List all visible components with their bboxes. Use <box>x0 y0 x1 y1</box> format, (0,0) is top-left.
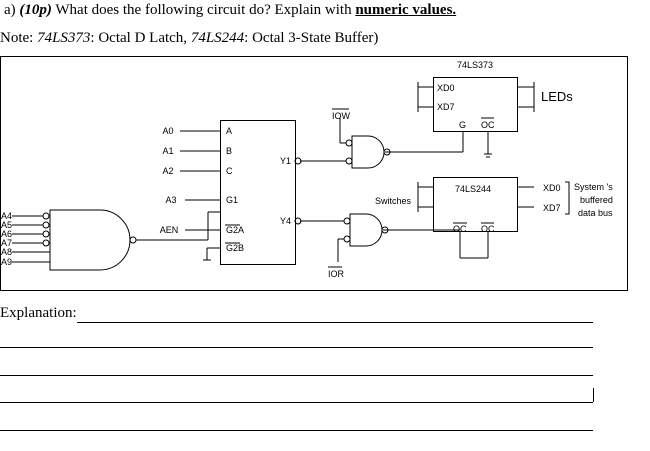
decoder-pin-label: G2B <box>226 243 244 253</box>
nand-input-label: A4 <box>1 211 12 221</box>
latch-name: 74LS373 <box>457 60 493 70</box>
latch-oc-label: OC <box>481 120 495 130</box>
write-gate <box>351 135 385 169</box>
y1-label: Y1 <box>280 156 291 166</box>
answer-line[interactable] <box>0 347 593 348</box>
note-line: Note: 74LS373: Octal D Latch, 74LS244: O… <box>0 30 378 47</box>
latch-xd7-label: XD7 <box>437 102 455 112</box>
decoder-pin-label: G1 <box>226 195 238 205</box>
explanation-label: Explanation: <box>0 305 77 321</box>
nand-input-label: A9 <box>1 257 12 267</box>
bus-label-line: buffered <box>580 195 613 205</box>
question-points: (10p) <box>19 2 52 18</box>
bus-xd0-label: XD0 <box>543 183 561 193</box>
buffer-oc1-label: OC <box>453 224 467 234</box>
decoder-input-label: AEN <box>160 225 179 235</box>
decoder-pin-label: B <box>226 146 232 156</box>
decoder-input-label: A0 <box>162 126 173 136</box>
circuit-frame <box>0 56 628 291</box>
switches-label: Switches <box>375 196 412 206</box>
decoder-chip <box>220 120 296 265</box>
latch-xd0-label: XD0 <box>437 83 455 93</box>
read-gate <box>349 213 383 247</box>
nand-input-label: A6 <box>1 229 12 239</box>
iow-label: IOW <box>332 111 351 121</box>
note-chip2-desc: : Octal 3-State Buffer) <box>244 30 379 46</box>
note-chip1: 74LS373 <box>37 30 91 46</box>
decoder-pin-label: A <box>226 126 232 136</box>
latch-chip <box>433 77 518 132</box>
decoder-input-label: A1 <box>162 146 173 156</box>
buffer-oc2-label: OC <box>481 224 495 234</box>
answer-line[interactable] <box>77 322 593 323</box>
bus-label-line: System 's <box>574 182 613 192</box>
note-chip1-desc: : Octal D Latch, <box>90 30 191 46</box>
leds-label: LEDs <box>541 89 573 104</box>
decoder-input-label: A2 <box>162 166 173 176</box>
note-prefix: Note: <box>0 30 38 46</box>
decoder-input-label: A3 <box>165 195 176 205</box>
note-chip2: 74LS244 <box>190 30 245 46</box>
nand-input-label: A5 <box>1 220 12 230</box>
buffer-chip <box>433 177 518 232</box>
decoder-pin-label: C <box>226 166 233 176</box>
ior-label: IOR <box>328 269 345 279</box>
address-nand <box>49 209 131 271</box>
decoder-pin-label: G2A <box>226 225 244 235</box>
answer-box-edge <box>593 388 594 402</box>
bus-label-line: data bus <box>578 208 613 218</box>
question-line: a) (10p) What does the following circuit… <box>4 2 456 19</box>
latch-g-label: G <box>459 120 466 130</box>
question-prefix: a) <box>4 2 16 18</box>
bus-xd7-label: XD7 <box>543 203 561 213</box>
answer-line[interactable] <box>0 430 593 431</box>
answer-line[interactable] <box>0 375 593 376</box>
nand-input-label: A7 <box>1 238 12 248</box>
question-emphasis: numeric values. <box>355 2 457 18</box>
answer-line[interactable] <box>0 402 593 403</box>
nand-input-label: A8 <box>1 247 12 257</box>
question-text: What does the following circuit do? Expl… <box>55 2 352 18</box>
y4-label: Y4 <box>280 216 291 226</box>
buffer-name: 74LS244 <box>455 184 491 194</box>
